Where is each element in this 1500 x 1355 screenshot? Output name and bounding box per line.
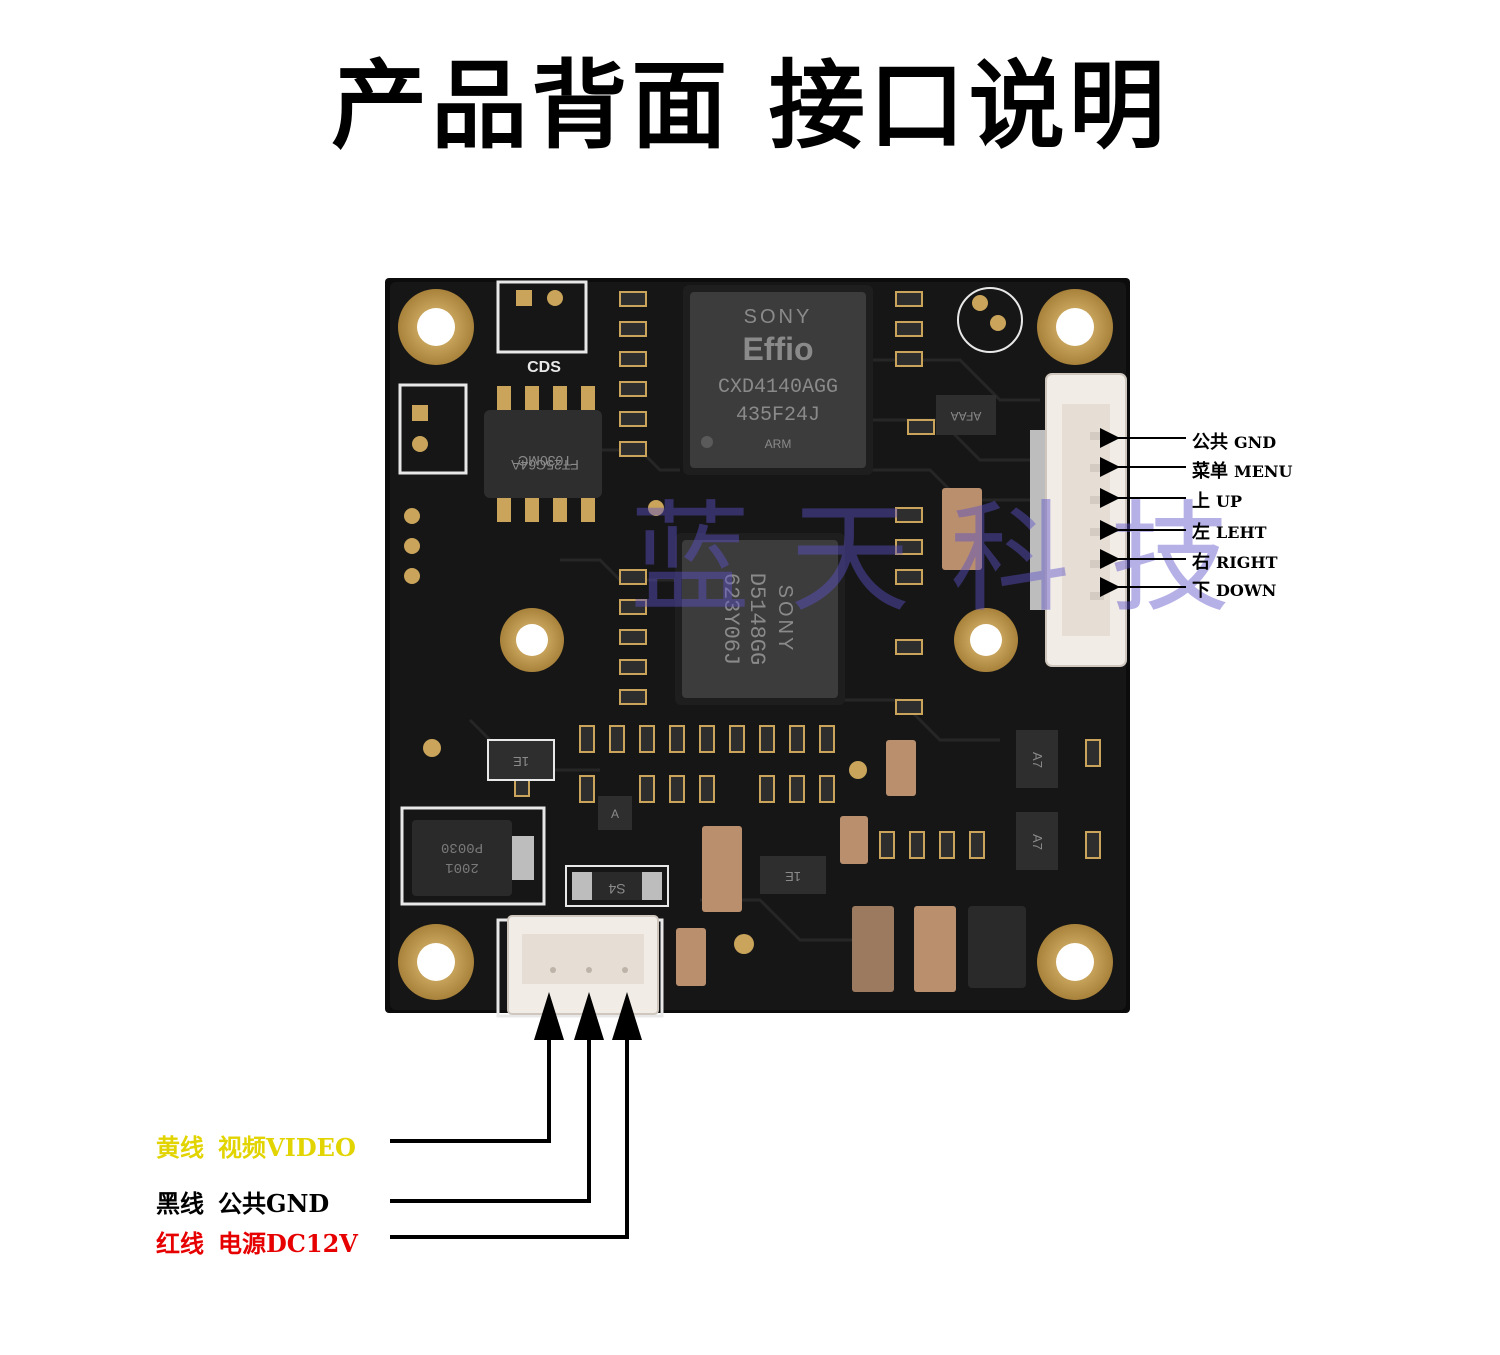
pin-label-gnd-en: GND (1234, 433, 1277, 452)
mounting-hole-bottom-right (1037, 924, 1113, 1000)
diode-s4-text: S4 (608, 881, 625, 897)
mounting-hole-top-left (398, 289, 474, 365)
diode-large-text-1: P0030 (441, 839, 483, 855)
passive-components (514, 291, 1101, 859)
wire-label-power: 红线电源DC12V (156, 1224, 358, 1259)
cds-label: CDS (527, 359, 561, 376)
wire-arrowheads (534, 992, 642, 1040)
chip1-arm: ARM (765, 437, 792, 451)
sot-afaa-text: AFAA (951, 409, 982, 423)
mounting-hole-mid-left (500, 608, 564, 672)
pin-label-left-cn: 左 (1192, 522, 1210, 543)
pin-label-right-cn: 右 (1192, 552, 1210, 573)
vias (423, 500, 867, 954)
pin-arrows (1100, 428, 1186, 597)
sot-a7-top: A7 (1016, 730, 1058, 788)
chip1-part: CXD4140AGG (718, 376, 838, 399)
pin-label-down: 下 DOWN (1192, 576, 1276, 602)
sop8-text-2: T030MC (518, 453, 572, 469)
page-title: 产品背面 接口说明 (331, 50, 1169, 162)
pin-label-gnd-cn: 公共 (1192, 432, 1228, 453)
mounting-hole-top-right (1037, 289, 1113, 365)
sot-1e-text: 1E (513, 754, 529, 769)
sop8-text-1: FT25C64A (510, 457, 578, 473)
test-point-circle (957, 287, 1023, 353)
sot-a: A (598, 796, 632, 830)
mounting-hole-bottom-left (398, 924, 474, 1000)
left-vertical-pads (404, 508, 420, 584)
wire-label-gnd-color: 黑线 (156, 1189, 204, 1218)
wire-arrows (390, 1030, 629, 1239)
pin-label-menu-en: MENU (1234, 462, 1293, 481)
chip1-series: Effio (742, 331, 813, 367)
wire-label-video-color: 黄线 (156, 1133, 204, 1162)
sot-a7-bottom: A7 (1016, 812, 1058, 870)
sot-a7-bottom-text: A7 (1030, 834, 1045, 850)
pin-label-right-en: RIGHT (1216, 553, 1278, 572)
left-pad-block (398, 383, 468, 475)
wire-label-gnd: 黑线公共GND (156, 1184, 329, 1219)
pin-label-down-en: DOWN (1216, 581, 1277, 600)
large-diode: P0030 2001 (400, 806, 546, 906)
wire-label-video: 黄线视频VIDEO (156, 1128, 356, 1163)
chip2-lot: 623Y06J (718, 573, 743, 665)
pin-label-up-en: UP (1216, 492, 1242, 511)
ceramic-capacitors (676, 488, 1026, 992)
sony-isp-chip: SONY D5148GG 623Y06J (675, 533, 845, 705)
sot-a-text: A (611, 807, 619, 821)
chip1-lot: 435F24J (736, 404, 820, 427)
sot-a7-top-text: A7 (1030, 752, 1045, 768)
wire-label-gnd-function: 公共GND (218, 1189, 330, 1218)
pin-label-menu-cn: 菜单 (1192, 461, 1228, 482)
flash-chip-sop8: T030MC FT25C64A (484, 386, 602, 522)
wire-label-power-color: 红线 (156, 1229, 204, 1258)
wire-label-power-function: 电源DC12V (218, 1229, 358, 1258)
cds-pad-block: CDS (496, 280, 588, 376)
wire-label-video-function: 视频VIDEO (218, 1133, 356, 1162)
diode-s4: S4 (565, 865, 669, 907)
diode-large-text-2: 2001 (445, 859, 479, 875)
pin-label-menu: 菜单 MENU (1192, 457, 1292, 483)
sot-1e-mid-text: 1E (785, 869, 801, 884)
pin-label-right: 右 RIGHT (1192, 548, 1277, 574)
sot-afaa: AFAA (936, 395, 996, 435)
pin-label-gnd: 公共 GND (1192, 428, 1276, 454)
sot-1e-mid: 1E (760, 856, 826, 894)
mounting-hole-mid-right (954, 608, 1018, 672)
pin-label-left: 左 LEHT (1192, 518, 1266, 544)
chip2-brand: SONY (774, 585, 796, 654)
power-video-connector-3pin (496, 915, 664, 1018)
effio-dsp-chip: SONY Effio CXD4140AGG 435F24J ARM (683, 285, 873, 475)
sot-1e-left: 1E (487, 739, 555, 781)
pin-label-up-cn: 上 (1192, 491, 1210, 512)
pin-label-down-cn: 下 (1192, 580, 1210, 601)
pin-label-left-en: LEHT (1216, 523, 1267, 542)
chip2-part: D5148GG (744, 573, 769, 665)
pin-label-up: 上 UP (1192, 487, 1242, 513)
chip1-brand: SONY (744, 306, 813, 328)
